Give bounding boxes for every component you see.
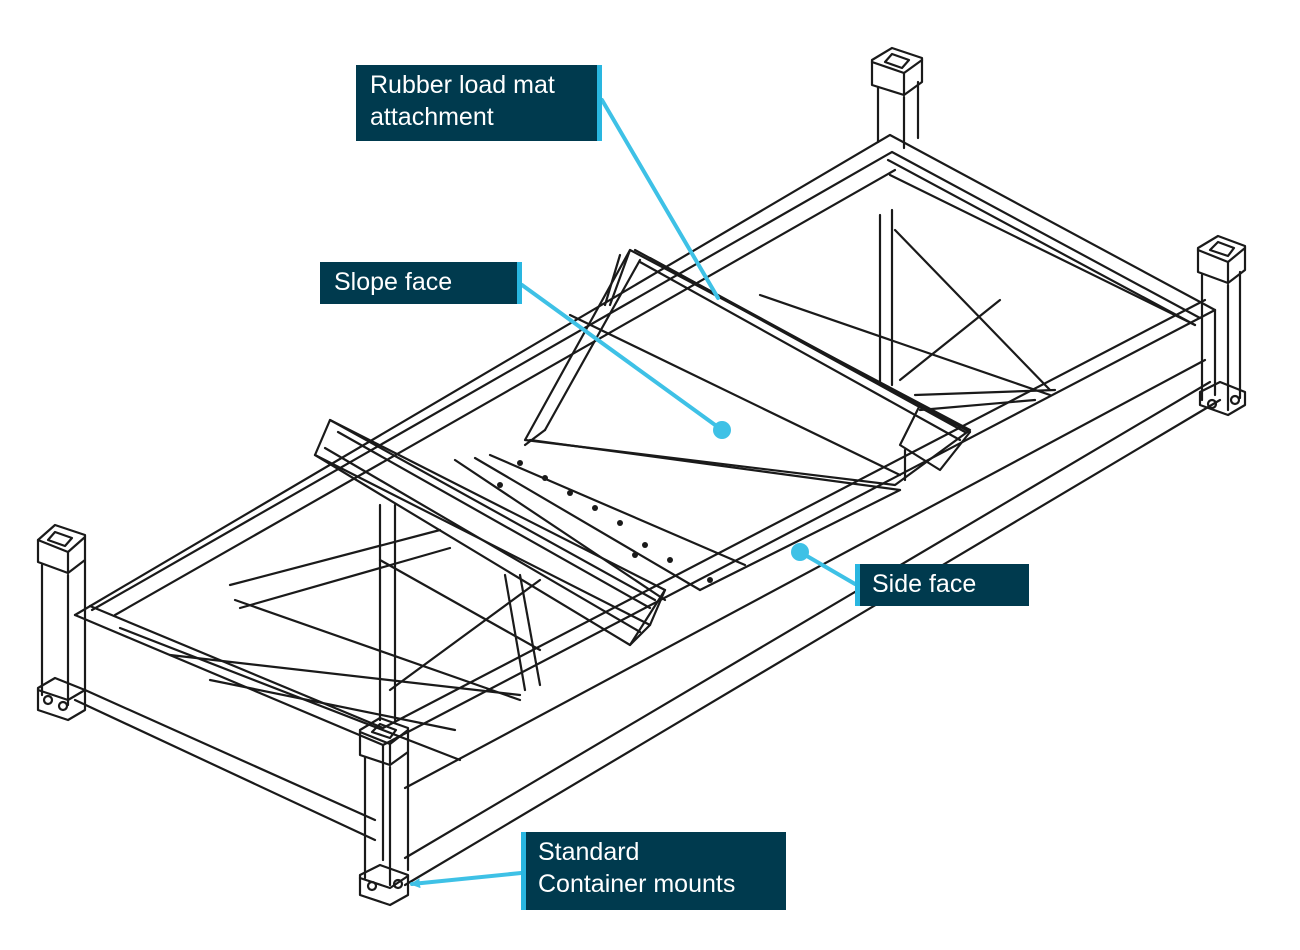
front-bar xyxy=(313,418,667,647)
container-mount-back-right xyxy=(1196,234,1247,417)
slope-face-marker-dot xyxy=(713,421,731,439)
callout-accent-bar xyxy=(517,262,522,304)
callout-side-face-label: Side face xyxy=(872,570,977,598)
container-mount-front-right xyxy=(358,716,410,907)
callout-rubber-line2: attachment xyxy=(370,103,494,131)
slope-face-panel xyxy=(523,248,972,487)
leader-rubber-load-mat xyxy=(600,98,720,300)
leader-container-mounts xyxy=(410,871,523,889)
callout-mounts-line1: Standard xyxy=(538,838,640,866)
callout-slope-face-label: Slope face xyxy=(334,268,453,296)
callout-rubber-line1: Rubber load mat xyxy=(370,71,555,99)
rubber-mat-bar xyxy=(633,248,972,482)
callout-accent-bar xyxy=(855,564,860,606)
container-mount-front-left xyxy=(36,523,87,722)
callout-accent-bar xyxy=(597,65,602,141)
callout-slope-face: Slope face xyxy=(320,262,522,304)
frame-top-rails xyxy=(73,133,1217,747)
callout-accent-bar xyxy=(521,832,526,910)
leader-slope-face xyxy=(520,283,724,432)
leader-side-face xyxy=(798,550,857,586)
callout-side-face: Side face xyxy=(855,564,1029,606)
callout-mounts-line2: Container mounts xyxy=(538,870,736,898)
container-mount-back-left xyxy=(870,46,924,150)
frame-side-walls xyxy=(73,308,1222,887)
cross-bracing xyxy=(118,173,1197,762)
callout-standard-container-mounts: Standard Container mounts xyxy=(521,832,786,910)
callout-rubber-load-mat-attachment: Rubber load mat attachment xyxy=(356,65,602,141)
side-face-marker-dot xyxy=(791,543,809,561)
